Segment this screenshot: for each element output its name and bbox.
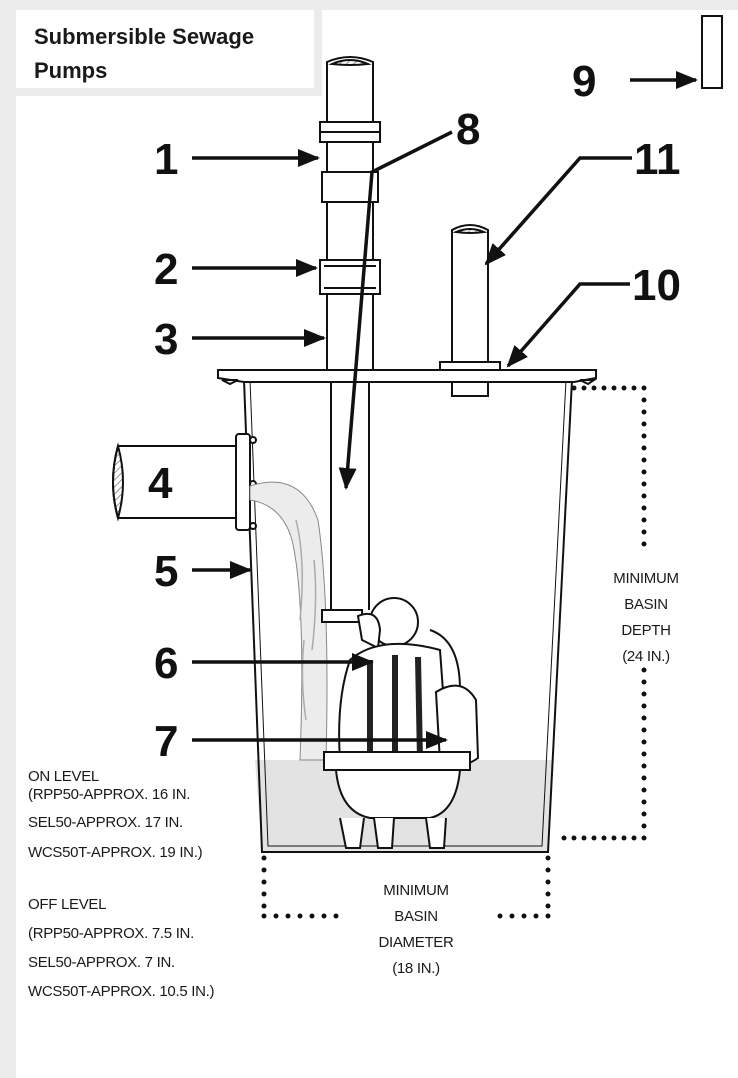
inlet-pipe [112, 433, 257, 531]
callout-8: 8 [456, 105, 481, 154]
callout-6: 6 [154, 639, 179, 688]
off-level-label: OFF LEVEL (RPP50-APPROX. 7.5 IN. SEL50-A… [28, 896, 215, 1000]
callout-4: 4 [148, 459, 173, 508]
on-level-label: ON LEVEL (RPP50-APPROX. 16 IN. SEL50-APP… [28, 768, 203, 861]
minimum-depth-label: MINIMUM BASIN DEPTH (24 IN.) [613, 570, 679, 665]
basin-cover [217, 369, 598, 386]
float-switch-symbol [701, 15, 723, 89]
callout-3: 3 [154, 315, 179, 364]
callout-2: 2 [154, 245, 179, 294]
callout-11: 11 [634, 135, 681, 184]
title-box [16, 10, 322, 96]
arrow-8 [338, 130, 453, 490]
callout-arrows [192, 71, 698, 749]
pump [321, 597, 480, 849]
callout-7: 7 [154, 717, 179, 766]
basin [243, 379, 573, 853]
basin-diameter-dimension [261, 855, 551, 919]
vent-pipe [439, 224, 501, 397]
callout-9: 9 [572, 57, 597, 106]
arrow-11 [484, 156, 632, 266]
discharge-pipe [319, 56, 381, 610]
callout-10: 10 [632, 261, 681, 310]
basin-depth-dimension [561, 385, 647, 841]
minimum-diameter-label: MINIMUM BASIN DIAMETER (18 IN.) [378, 882, 454, 977]
callout-5: 5 [154, 547, 179, 596]
arrow-10 [506, 282, 630, 368]
inflow-stream [249, 481, 328, 761]
page-title: Submersible Sewage Pumps [34, 24, 255, 83]
callout-1: 1 [154, 135, 179, 184]
